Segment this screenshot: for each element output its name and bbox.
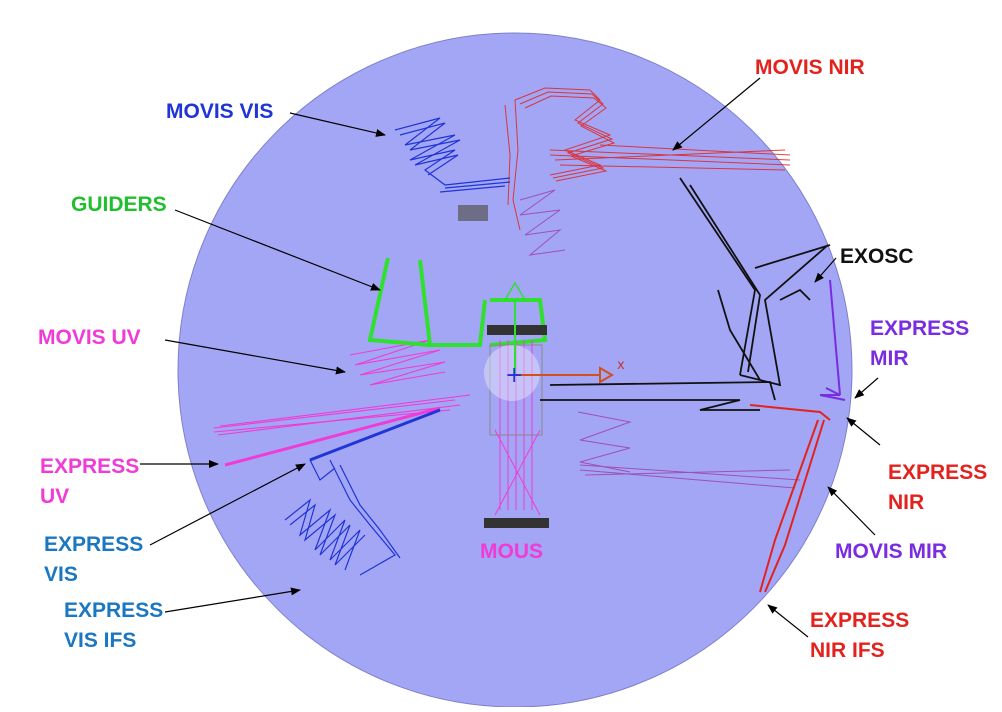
label-express-vis-ifs-line: EXPRESS — [64, 599, 164, 622]
label-express-nir-line: NIR — [888, 491, 925, 514]
label-express-nir-line: EXPRESS — [888, 461, 988, 484]
express-uv-beam — [224, 406, 441, 467]
label-express-vis-line: VIS — [44, 563, 78, 586]
label-movis-nir-line: MOVIS NIR — [755, 56, 865, 79]
express-vis-beam-path — [284, 408, 441, 576]
arrow-express-vis-ifs — [164, 587, 301, 613]
label-exosc-line: EXOSC — [840, 245, 914, 268]
arrow-express-nir-ifs — [767, 604, 809, 638]
label-express-uv-line: EXPRESS — [40, 455, 140, 478]
arrow-express-mir — [854, 377, 879, 399]
arrow-movis-mir — [827, 486, 876, 536]
label-express-uv-line: UV — [40, 485, 70, 508]
label-express-vis: EXPRESS VIS — [44, 530, 143, 590]
arrow-movis-nir — [672, 77, 761, 151]
label-movis-uv: MOVIS UV — [38, 323, 141, 353]
label-movis-nir: MOVIS NIR — [755, 53, 865, 83]
label-express-mir-line: EXPRESS — [870, 317, 970, 340]
exosc-beam-path — [540, 177, 831, 411]
label-movis-mir: MOVIS MIR — [835, 537, 947, 567]
label-guiders-line: GUIDERS — [71, 193, 167, 216]
label-express-nir-ifs-line: NIR IFS — [810, 639, 885, 662]
label-movis-mir-line: MOVIS MIR — [835, 540, 948, 563]
axis-x-label: x — [617, 358, 625, 373]
express-mir-beam-path — [819, 279, 846, 401]
label-mous-line: MOUS — [480, 540, 543, 563]
label-express-uv: EXPRESS UV — [40, 452, 139, 512]
label-express-mir: EXPRESS MIR — [870, 314, 969, 374]
mous-bench — [484, 325, 549, 528]
callout-arrows — [140, 77, 881, 638]
label-express-nir-ifs-line: EXPRESS — [810, 609, 910, 632]
coordinate-axes: + — [505, 300, 614, 388]
label-express-vis-line: EXPRESS — [44, 533, 144, 556]
arrow-movis-vis — [289, 112, 386, 137]
movis-vis-detector — [458, 205, 488, 221]
label-movis-vis-line: MOVIS VIS — [166, 100, 274, 123]
label-express-vis-ifs-line: VIS IFS — [64, 629, 137, 652]
label-movis-uv-line: MOVIS UV — [38, 326, 141, 349]
movis-vis-beam-path — [394, 117, 511, 193]
express-nir-beam-path — [749, 404, 831, 593]
label-guiders: GUIDERS — [71, 190, 167, 220]
movis-mir-beam-path — [519, 189, 801, 489]
movis-uv-beam-path — [213, 339, 471, 436]
label-movis-vis: MOVIS VIS — [166, 97, 273, 127]
label-express-vis-ifs: EXPRESS VIS IFS — [64, 596, 163, 656]
label-express-nir-ifs: EXPRESS NIR IFS — [810, 606, 909, 666]
svg-text:+: + — [505, 363, 523, 388]
arrow-express-nir — [846, 417, 881, 446]
label-mous: MOUS — [480, 537, 543, 567]
movis-nir-beam-path — [504, 87, 791, 231]
label-express-mir-line: MIR — [870, 347, 909, 370]
arrow-movis-uv — [164, 339, 346, 375]
arrow-exosc — [814, 257, 837, 283]
label-express-nir: EXPRESS NIR — [888, 458, 987, 518]
arrow-guiders — [174, 209, 381, 291]
label-exosc: EXOSC — [840, 242, 914, 272]
arrow-express-vis — [149, 463, 306, 546]
